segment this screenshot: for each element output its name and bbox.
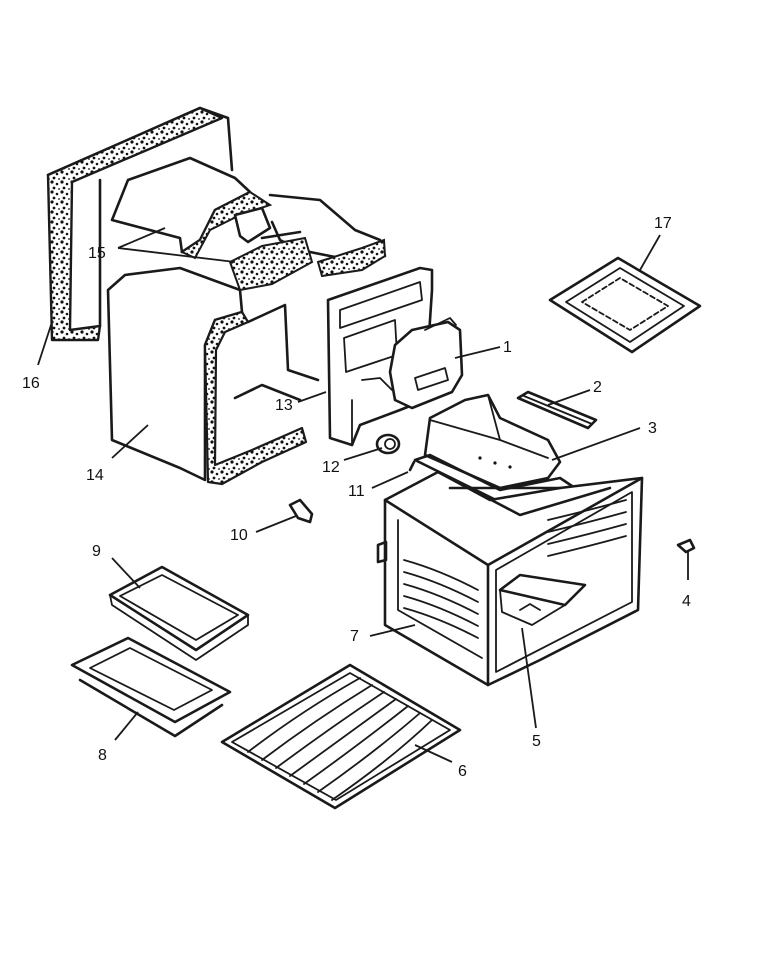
callout-11: 11 [348,483,365,500]
screw-part [408,460,416,472]
baffle-part [388,317,464,410]
leader-lines [37,227,689,763]
leader-15a [117,227,166,249]
callout-12: 12 [322,459,340,476]
side-insulation-part [106,266,320,486]
callout-7: 7 [350,628,359,645]
broiler-pan-part [70,636,232,738]
leader-13 [297,391,327,403]
inner-pan-part [498,573,587,626]
callout-14: 14 [86,467,104,484]
callout-8: 8 [98,747,107,764]
leader-7 [369,624,416,637]
top-insulation-part [110,156,387,292]
callout-10: 10 [230,527,248,544]
oven-liner-part [376,470,644,687]
bracket-part [676,538,696,554]
clip-part [288,498,314,524]
leader-14 [111,424,149,459]
callout-4: 4 [682,593,691,610]
trim-strip-part [516,390,598,430]
callout-3: 3 [648,420,657,437]
leader-6 [414,744,453,763]
top-frame-part [548,256,702,354]
rear-insulation-part [46,106,234,342]
leader-16 [37,321,53,366]
leader-10 [255,515,297,533]
callout-1: 1 [503,339,512,356]
leader-3 [551,427,641,461]
leader-17 [639,234,661,271]
callout-13: 13 [275,397,293,414]
callout-labels: 1 2 3 4 5 6 7 8 9 10 11 12 13 14 15 16 1… [22,215,691,780]
leader-11 [371,471,409,489]
leader-5 [521,627,537,729]
ring-part [375,433,401,455]
leader-9 [111,557,141,589]
leader-1 [454,346,501,359]
callout-5: 5 [532,733,541,750]
callout-17: 17 [654,215,672,232]
leader-12 [343,447,383,461]
callout-2: 2 [593,379,602,396]
callout-6: 6 [458,763,467,780]
leader-15b [117,247,236,263]
leader-2 [547,389,591,406]
oven-rack-part [220,663,462,810]
callout-16: 16 [22,375,40,392]
callout-15: 15 [88,245,106,262]
broiler-grid-part [108,565,250,661]
leader-8 [114,711,139,741]
callout-9: 9 [92,543,101,560]
